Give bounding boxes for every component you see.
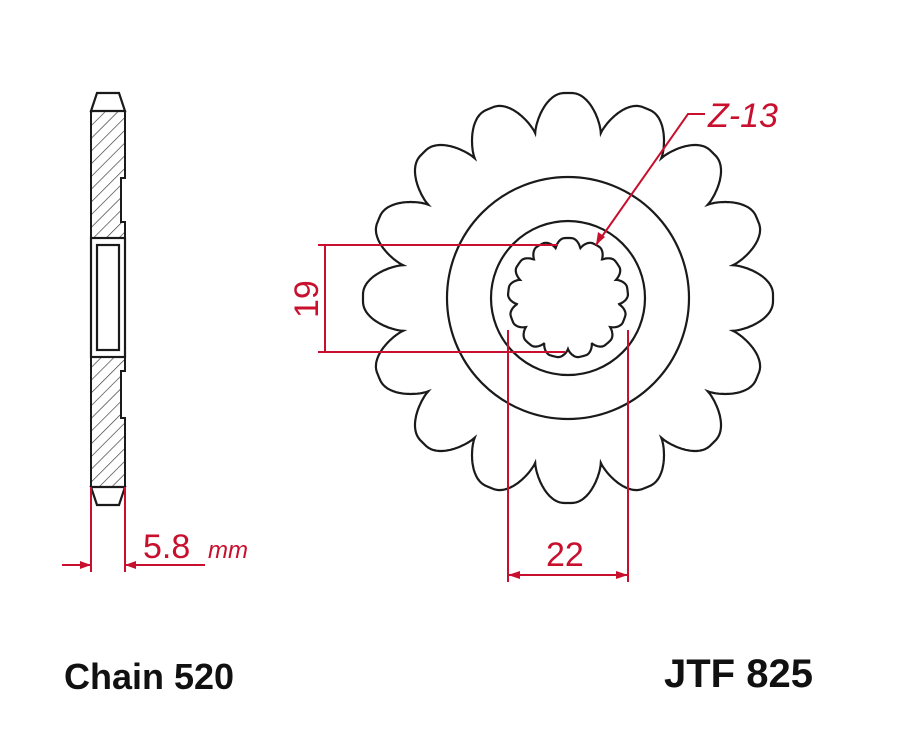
- chain-label: Chain 520: [64, 656, 235, 697]
- front-view: 19 22 Z-13: [288, 91, 778, 582]
- inner-circle: [489, 219, 647, 377]
- side-lower-hatch: [90, 356, 126, 488]
- thickness-unit: mm: [208, 537, 248, 564]
- spline-width-label: 22: [546, 536, 584, 574]
- side-top-tooth: [89, 91, 127, 113]
- hub-circle: [445, 175, 691, 421]
- spline-teeth-label: Z-13: [707, 97, 778, 135]
- side-bottom-tooth: [89, 485, 127, 507]
- side-bore-inner: [95, 243, 121, 352]
- spline-bore: [507, 236, 629, 359]
- part-number: JTF 825: [664, 652, 813, 696]
- side-view: 5.8 mm: [62, 91, 248, 572]
- spline-leader-line: [595, 113, 705, 246]
- thickness-value: 5.8: [143, 528, 190, 566]
- sprocket-outline: [361, 91, 775, 505]
- side-bore: [89, 236, 127, 359]
- spline-height-label: 19: [288, 280, 326, 318]
- side-upper-hatch: [90, 110, 126, 239]
